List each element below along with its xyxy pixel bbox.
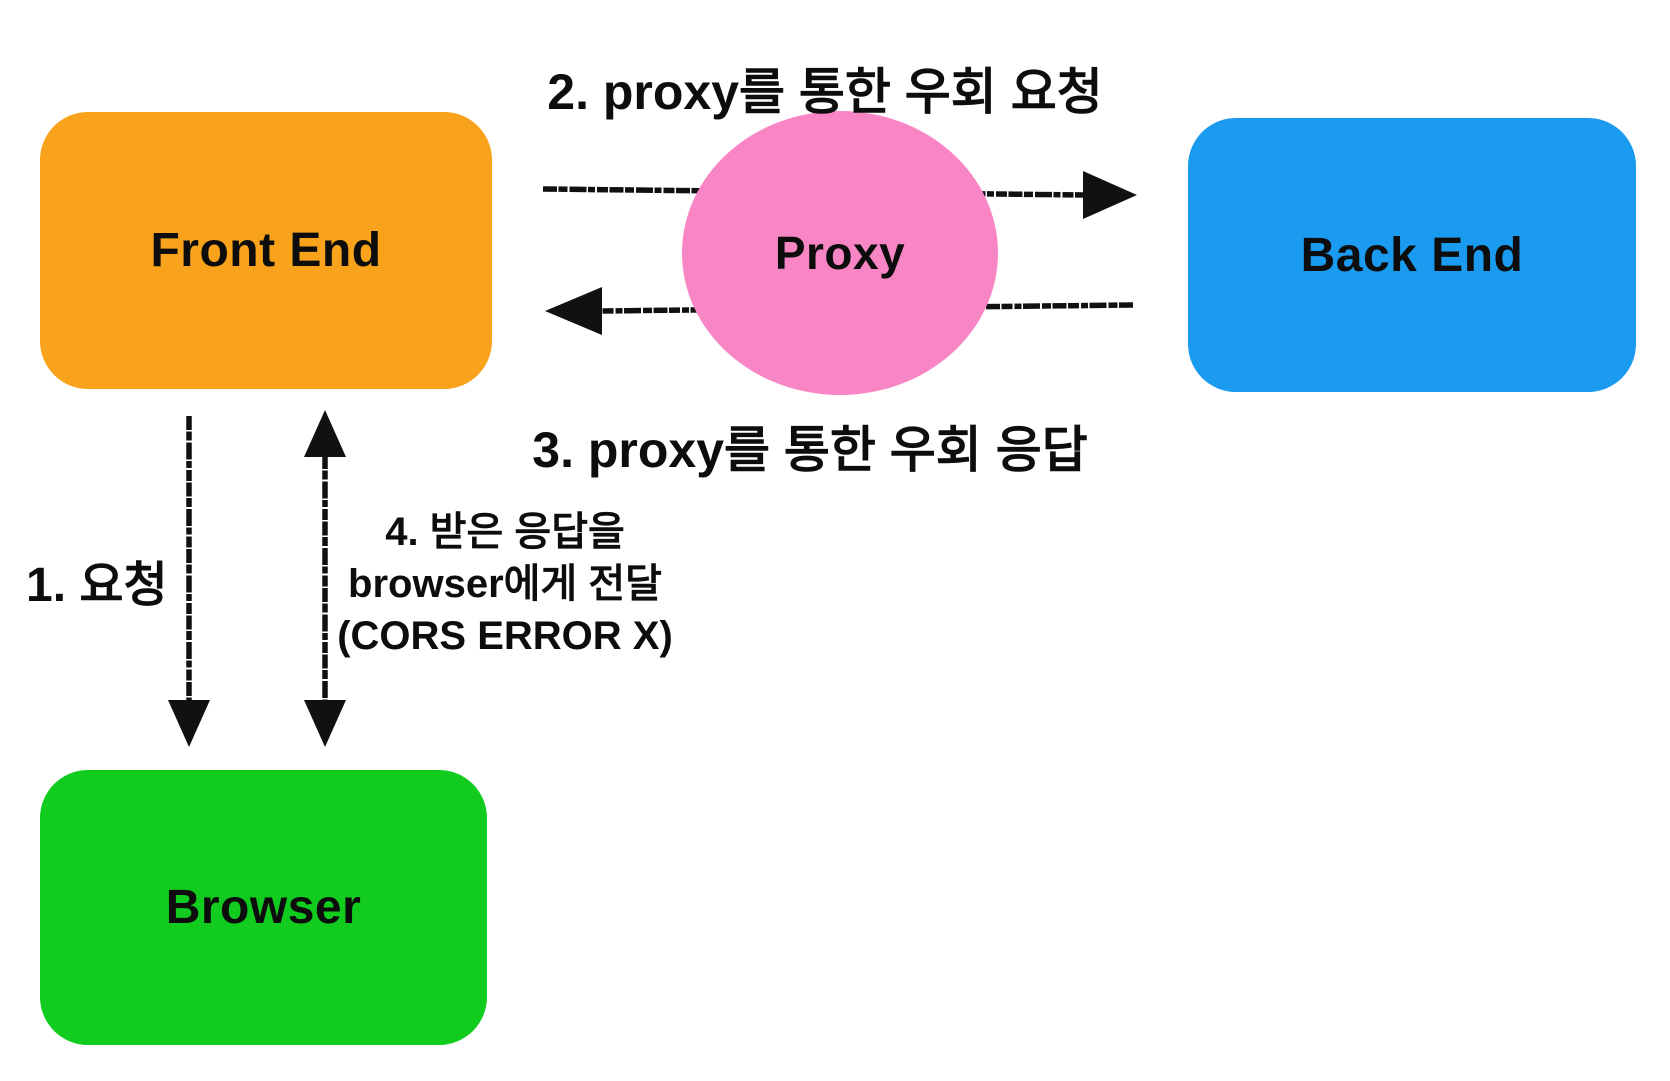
label-step4-line2: browser에게 전달: [348, 562, 662, 606]
arrow-frontend-to-browser: [168, 416, 210, 747]
label-step4-deliver-response: 4. 받은 응답을 browser에게 전달 (CORS ERROR X): [320, 506, 690, 662]
node-back-end: Back End: [1188, 118, 1636, 392]
arrow-request-head-right-icon: [1083, 171, 1137, 219]
node-proxy: Proxy: [682, 111, 998, 395]
label-step1-request: 1. 요청: [26, 559, 168, 612]
arrow-down-head-icon: [304, 700, 346, 747]
node-browser: Browser: [40, 770, 487, 1045]
node-front-end-label: Front End: [150, 224, 382, 277]
label-step4-line3: (CORS ERROR X): [337, 614, 673, 658]
label-step2-request-via-proxy: 2. proxy를 통한 우회 요청: [547, 64, 1103, 120]
node-front-end: Front End: [40, 112, 492, 389]
arrow-deliver-response: [304, 410, 346, 747]
arrow-down-head-icon: [168, 700, 210, 747]
node-back-end-label: Back End: [1300, 228, 1524, 282]
arrow-response-head-left-icon: [545, 287, 602, 335]
label-step4-line1: 4. 받은 응답을: [385, 510, 625, 554]
node-proxy-label: Proxy: [774, 227, 906, 279]
arrow-up-head-icon: [304, 410, 346, 457]
label-step3-response-via-proxy: 3. proxy를 통한 우회 응답: [532, 422, 1088, 478]
node-browser-label: Browser: [165, 881, 362, 934]
